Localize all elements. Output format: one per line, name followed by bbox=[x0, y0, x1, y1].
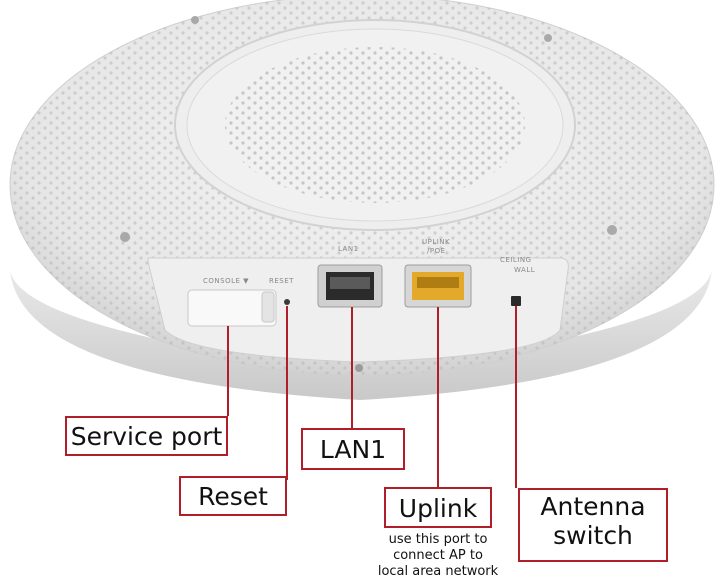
callout-antenna-line1: Antenna bbox=[540, 492, 646, 521]
wall-etch: WALL bbox=[514, 266, 535, 274]
reset-etch: RESET bbox=[269, 277, 294, 285]
ceiling-etch: CEILING bbox=[500, 256, 532, 264]
lan1-etch: LAN1 bbox=[338, 245, 359, 253]
leader-lines bbox=[227, 306, 517, 488]
uplink-etch: UPLINK bbox=[422, 238, 450, 246]
poe-etch: /POE bbox=[427, 247, 446, 255]
screw-hole bbox=[191, 16, 199, 24]
callout-uplink: Uplink bbox=[384, 487, 492, 528]
uplink-note-line2: connect AP to bbox=[393, 548, 483, 563]
console-cover bbox=[187, 289, 277, 327]
callout-reset: Reset bbox=[179, 476, 287, 516]
callout-lan1-label: LAN1 bbox=[319, 435, 387, 464]
uplink-note-line1: use this port to bbox=[388, 532, 488, 547]
callout-lan1: LAN1 bbox=[301, 428, 405, 470]
callout-service-port-label: Service port bbox=[70, 422, 223, 451]
device-rim bbox=[10, 270, 712, 400]
reset-hole bbox=[284, 299, 290, 305]
screw-hole bbox=[544, 34, 552, 42]
callout-antenna-line2: switch bbox=[553, 520, 633, 550]
screw-hole bbox=[607, 225, 617, 235]
callout-service-port: Service port bbox=[65, 416, 228, 456]
screw-hole bbox=[120, 232, 130, 242]
console-etch: CONSOLE ▼ bbox=[203, 277, 249, 285]
uplink-note-line3: local area network bbox=[377, 564, 499, 579]
callout-reset-label: Reset bbox=[198, 482, 268, 511]
callout-uplink-label: Uplink bbox=[398, 494, 478, 523]
callout-antenna-switch: Antenna switch bbox=[518, 488, 668, 562]
antenna-switch bbox=[511, 296, 521, 306]
uplink-note: use this port to connect AP to local are… bbox=[362, 532, 514, 580]
